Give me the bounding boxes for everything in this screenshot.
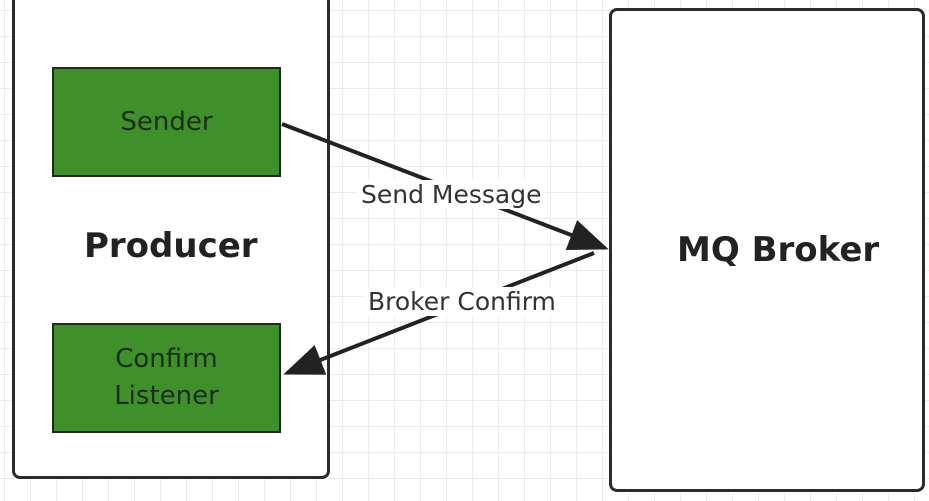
sender-component: Sender xyxy=(52,67,281,177)
confirm-listener-component: Confirm Listener xyxy=(52,323,281,433)
sender-label: Sender xyxy=(120,106,213,137)
producer-label: Producer xyxy=(84,226,258,266)
broker-confirm-label: Broker Confirm xyxy=(364,287,560,316)
confirm-listener-label-line1: Confirm xyxy=(115,344,218,374)
mq-broker-container xyxy=(609,8,925,492)
confirm-listener-label-line2: Listener xyxy=(114,381,219,411)
send-message-label: Send Message xyxy=(357,180,546,209)
mq-broker-label: MQ Broker xyxy=(677,230,880,270)
